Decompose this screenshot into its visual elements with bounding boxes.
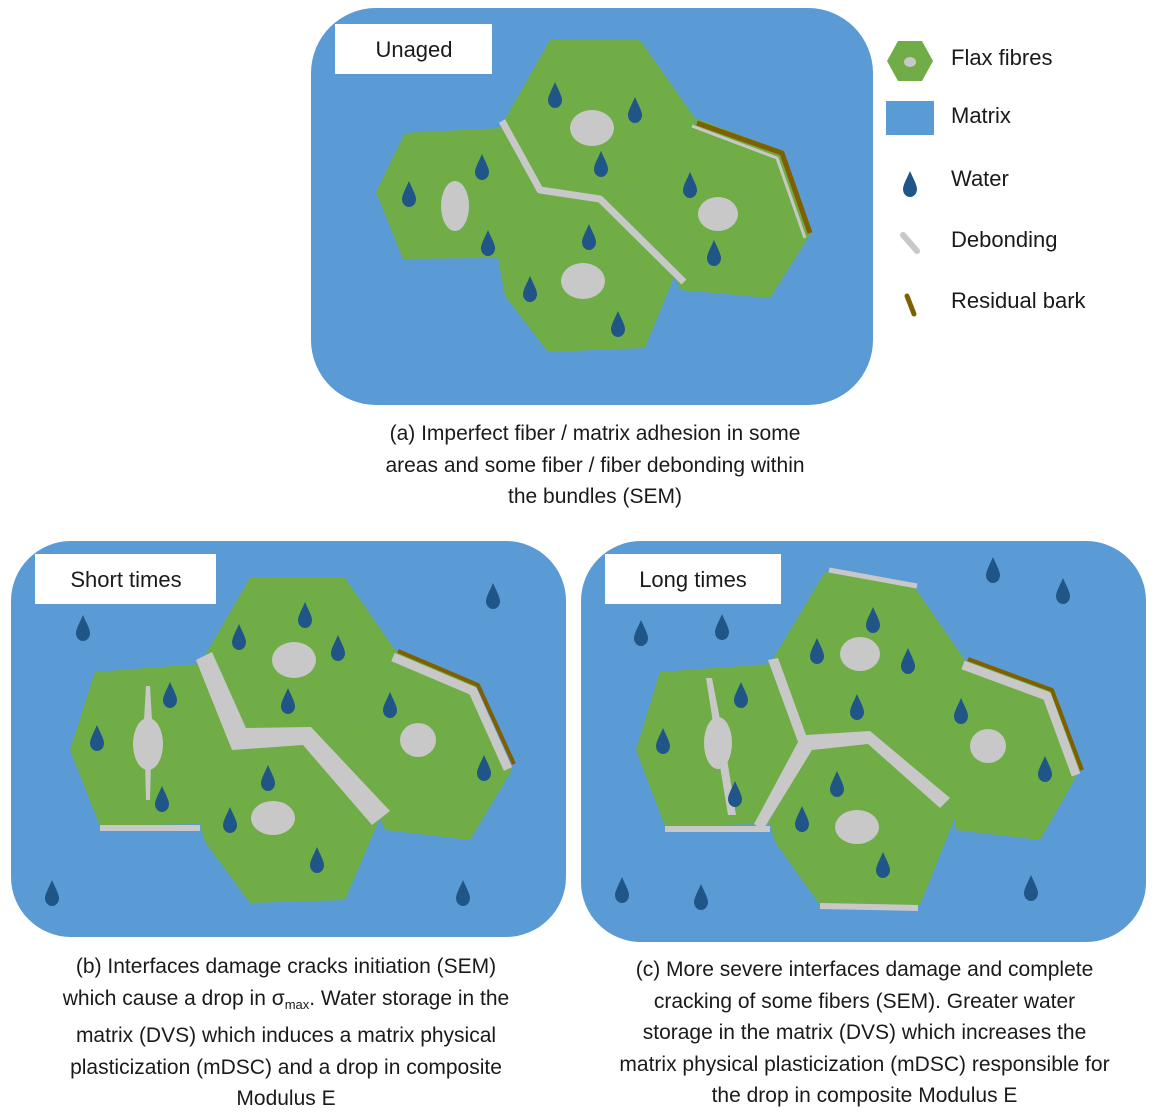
residual-bark: [696, 120, 813, 234]
interface-debonding: [819, 903, 919, 911]
caption-line: (b) Interfaces damage cracks initiation …: [75, 955, 497, 978]
legend-bark-label: Residual bark: [951, 288, 1087, 313]
debonding-crack: [196, 652, 390, 825]
panel-unaged: Unaged: [311, 8, 873, 405]
panel-short-times: Short times: [11, 541, 566, 937]
lumen-icon: [904, 57, 916, 67]
residual-bark-icon: [904, 293, 917, 317]
lumen: [272, 642, 316, 678]
lumen: [970, 729, 1006, 763]
caption-line: the bundles (SEM): [508, 485, 682, 508]
caption-line: (c) More severe interfaces damage and co…: [635, 958, 1094, 981]
legend: Flax fibres Matrix Water Debonding Resid…: [886, 41, 1087, 317]
caption-line: cracking of some fibers (SEM). Greater w…: [653, 989, 1076, 1013]
caption-sigma-text: which cause a drop in σ: [62, 986, 285, 1010]
caption-line: areas and some fiber / fiber debonding w…: [385, 453, 805, 477]
legend-debonding-label: Debonding: [951, 227, 1057, 252]
debonding-icon: [900, 232, 920, 254]
fibre-bundle: [70, 578, 516, 903]
caption-unaged: (a) Imperfect fiber / matrix adhesion in…: [300, 418, 890, 513]
fibre-bundle: [636, 567, 1084, 911]
caption-line: storage in the matrix (DVS) which increa…: [642, 1021, 1087, 1044]
lumen: [400, 723, 436, 757]
residual-bark: [397, 649, 516, 765]
bark-debonding: [961, 660, 1081, 777]
lumen: [698, 197, 738, 231]
top-debonding: [828, 567, 918, 589]
panel-long-times: Long times: [581, 541, 1146, 942]
legend-flax: Flax fibres: [887, 41, 1052, 81]
legend-debonding: Debonding: [900, 227, 1057, 254]
bark-debonding: [691, 124, 807, 239]
caption-line: which cause a drop in σmax. Water storag…: [8, 983, 564, 1021]
legend-bark: Residual bark: [904, 288, 1087, 317]
legend-water: Water: [903, 166, 1009, 197]
fibre-bundle: [376, 40, 813, 352]
lumen: [840, 637, 880, 671]
label-box-short-times: [35, 554, 216, 604]
caption-line: (a) Imperfect fiber / matrix adhesion in…: [389, 422, 801, 445]
lumen: [835, 810, 879, 844]
fibre-crack: [706, 678, 736, 815]
debonding-crack: [498, 119, 687, 285]
water-drop-icon: [903, 171, 917, 197]
bark-debonding: [391, 652, 513, 771]
debonding-crack: [754, 658, 950, 830]
caption-subscript: max: [284, 996, 310, 1012]
label-box-unaged: [335, 24, 492, 74]
label-unaged: Unaged: [375, 37, 452, 62]
caption-line: Modulus E: [236, 1087, 336, 1110]
legend-matrix: Matrix: [886, 101, 1011, 135]
caption-line: matrix (DVS) which induces a matrix phys…: [75, 1024, 497, 1047]
lumen-crack: [144, 686, 152, 800]
legend-flax-label: Flax fibres: [951, 45, 1052, 70]
label-short-times: Short times: [70, 567, 181, 592]
caption-line: matrix physical plasticization (mDSC) re…: [619, 1052, 1110, 1076]
legend-water-label: Water: [951, 166, 1009, 191]
lumen: [441, 181, 469, 231]
matrix-icon: [886, 101, 934, 135]
label-long-times: Long times: [639, 567, 747, 592]
lumen: [570, 110, 614, 146]
caption-long-times: (c) More severe interfaces damage and co…: [572, 954, 1157, 1112]
caption-sigma-tail: . Water storage in the: [309, 986, 510, 1010]
residual-bark: [967, 657, 1084, 771]
lumen: [251, 801, 295, 835]
caption-line: the drop in composite Modulus E: [711, 1084, 1018, 1107]
lumen: [561, 263, 605, 299]
legend-matrix-label: Matrix: [951, 103, 1011, 128]
label-box-long-times: [605, 554, 781, 604]
caption-line: plasticization (mDSC) and a drop in comp…: [70, 1055, 502, 1079]
caption-short-times: (b) Interfaces damage cracks initiation …: [8, 951, 564, 1115]
